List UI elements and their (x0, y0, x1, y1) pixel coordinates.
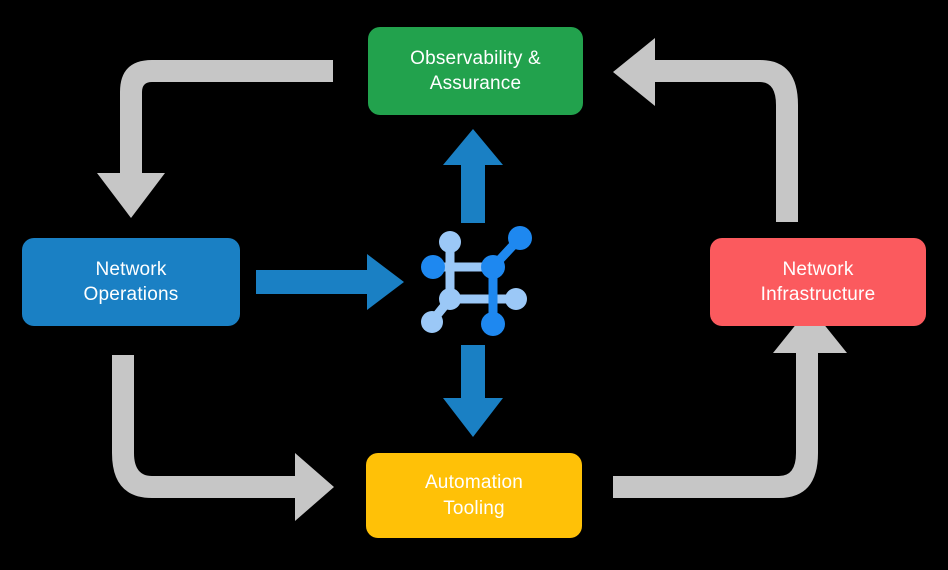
node-label-observability: Observability & Assurance (410, 47, 541, 94)
gray-arrow-operations-to-automation (112, 355, 334, 521)
node-box-network-operations[interactable]: Network Operations (22, 238, 240, 326)
node-label-network-operations: Network Operations (83, 258, 179, 305)
node-label-automation-tooling: Automation Tooling (424, 472, 524, 519)
node-box-network-infrastructure[interactable]: Network Infrastructure (710, 238, 926, 326)
node-box-automation-tooling[interactable]: Automation Tooling (366, 453, 582, 538)
blue-arrow-center-to-observability (443, 129, 503, 223)
gray-arrow-automation-to-infrastructure (613, 307, 847, 498)
blue-arrow-operations-to-center (256, 254, 404, 310)
node-box-observability[interactable]: Observability & Assurance (368, 27, 583, 115)
network-icon-nodes (421, 226, 532, 336)
gray-arrow-infrastructure-to-observability (613, 38, 798, 222)
gray-arrow-observability-to-operations (97, 60, 333, 218)
node-label-network-infrastructure: Network Infrastructure (760, 258, 876, 305)
blue-arrow-center-to-automation (443, 345, 503, 437)
